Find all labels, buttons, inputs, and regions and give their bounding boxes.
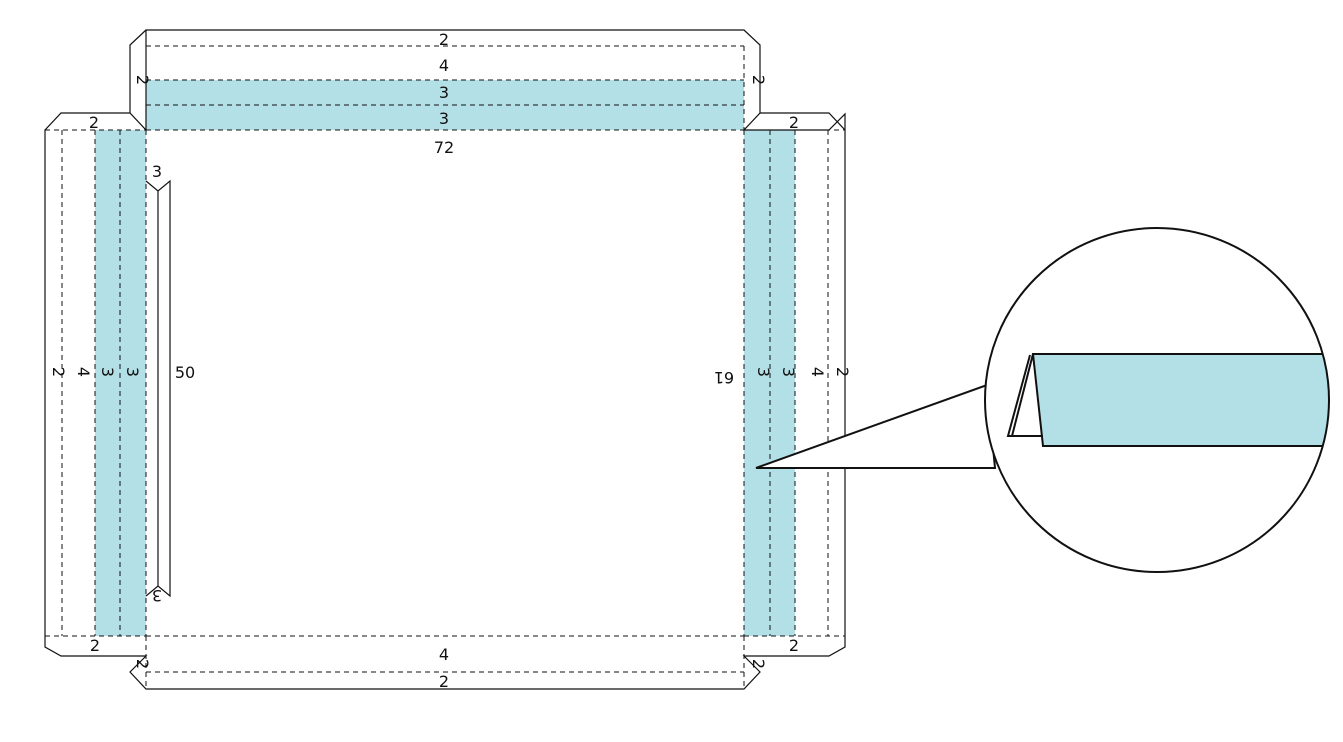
label-left-corner-bottom: 2 [90,636,100,655]
left-band-outer [95,130,120,636]
label-top-flap-outer: 2 [439,30,449,49]
label-left-corner-top: 2 [89,113,99,132]
fold-detail-flap [1006,354,1043,437]
label-top-left-tab: 2 [133,75,152,85]
top-flap-edge [129,29,147,113]
label-bottom-left-tab: 2 [133,659,152,669]
top-band-outer [146,80,744,105]
slot-cut [145,179,171,598]
right-corner-cut [760,112,846,131]
label-bottom-fold: 4 [439,645,449,664]
label-right-corner-top: 2 [789,113,799,132]
zoom-circle-outline [984,227,1330,573]
label-slot-bottom: 3 [152,586,162,605]
left-band-inner [120,130,146,636]
label-bottom-right-tab: 2 [749,659,768,669]
fold-detail-strip [1031,353,1329,447]
label-right-fold: 4 [808,367,827,377]
label-top-band-outer: 3 [439,83,449,102]
detail-callout [755,227,1330,573]
label-right-outer: 2 [833,367,852,377]
top-band-inner [146,105,744,130]
label-right-band-inner: 3 [754,367,773,377]
label-left-band-outer: 3 [98,367,117,377]
label-top-band-inner: 3 [439,109,449,128]
label-slot-length: 50 [175,363,195,382]
fold-lines [45,45,845,689]
label-left-fold: 4 [74,367,93,377]
right-band-outer [770,130,795,636]
label-right-corner-bottom: 2 [789,636,799,655]
label-left-outer: 2 [49,367,68,377]
label-left-band-inner: 3 [123,367,142,377]
label-top-width: 72 [434,138,454,157]
label-bottom-outer: 2 [439,672,449,691]
label-right-height: 61 [714,368,734,387]
label-top-right-tab: 2 [749,75,768,85]
label-right-band-outer: 3 [779,367,798,377]
right-band-inner [744,130,770,636]
label-slot-top: 3 [152,162,162,181]
label-top-flap-fold: 4 [439,56,449,75]
